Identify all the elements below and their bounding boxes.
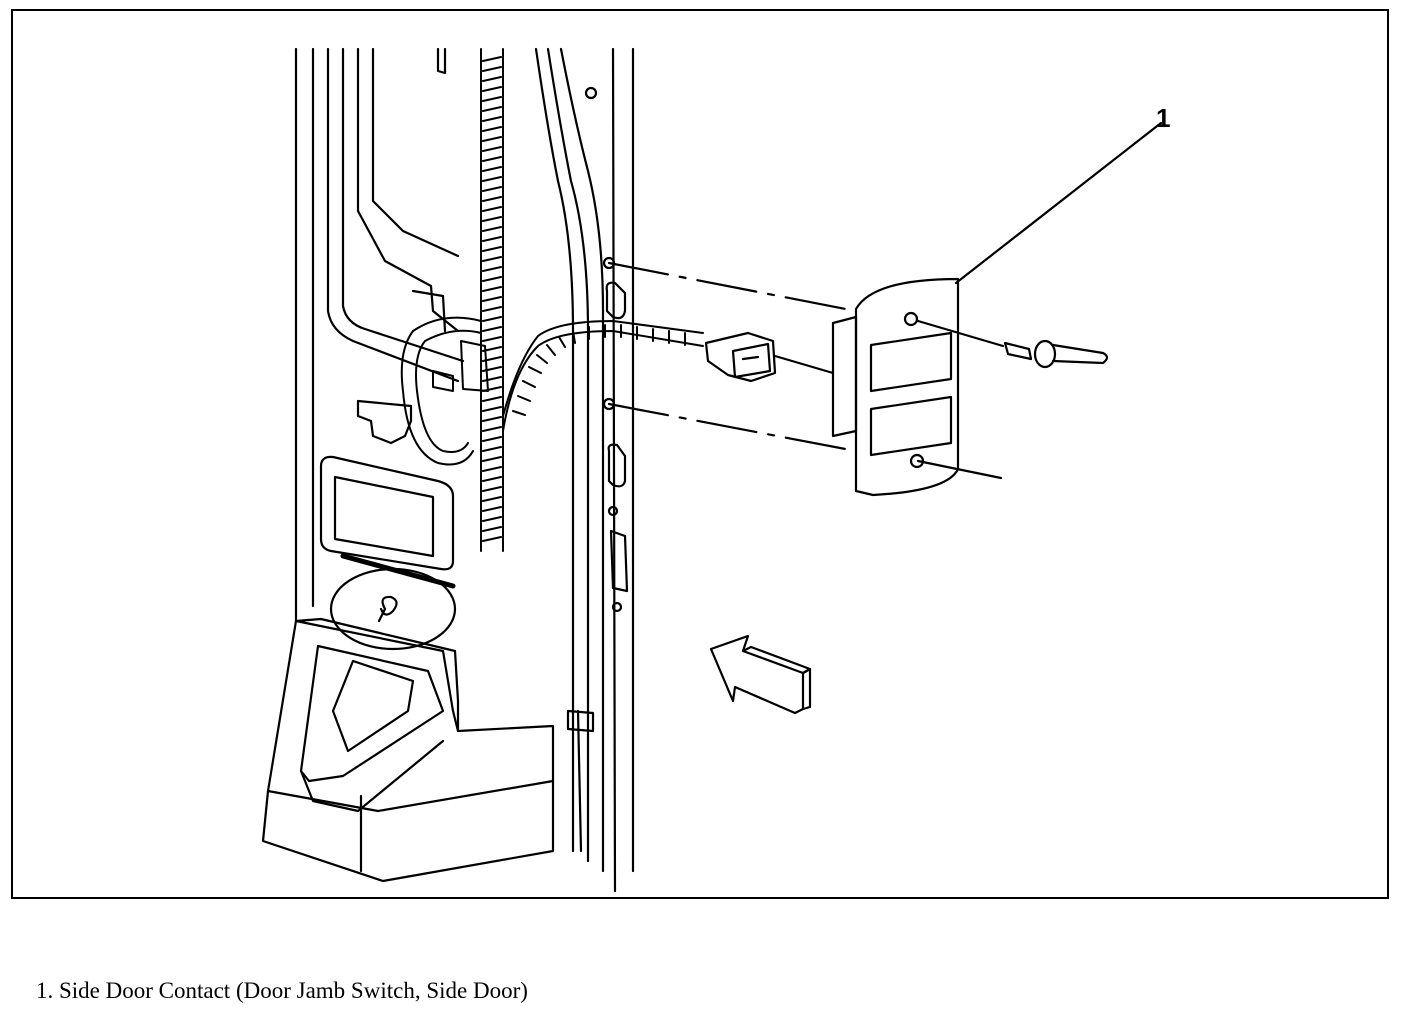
- mounting-screw: [916, 319, 1109, 480]
- door-jamb-channel: [534, 47, 635, 893]
- wiring-harness: [400, 48, 704, 552]
- view-direction-arrow: [709, 634, 812, 715]
- door-switch-bracket: [704, 277, 960, 497]
- door-jamb-illustration: [261, 47, 1163, 893]
- callout-leader: [954, 121, 1163, 285]
- callout-number-1: 1: [1156, 103, 1171, 133]
- alignment-lines: [607, 261, 858, 453]
- b-pillar-outline: [261, 47, 555, 883]
- legend-number: 1.: [36, 978, 54, 1003]
- diagram-frame: 1: [11, 9, 1389, 899]
- legend-item-1: 1. Side Door Contact (Door Jamb Switch, …: [36, 979, 528, 1002]
- legend-text: Side Door Contact (Door Jamb Switch, Sid…: [59, 978, 528, 1003]
